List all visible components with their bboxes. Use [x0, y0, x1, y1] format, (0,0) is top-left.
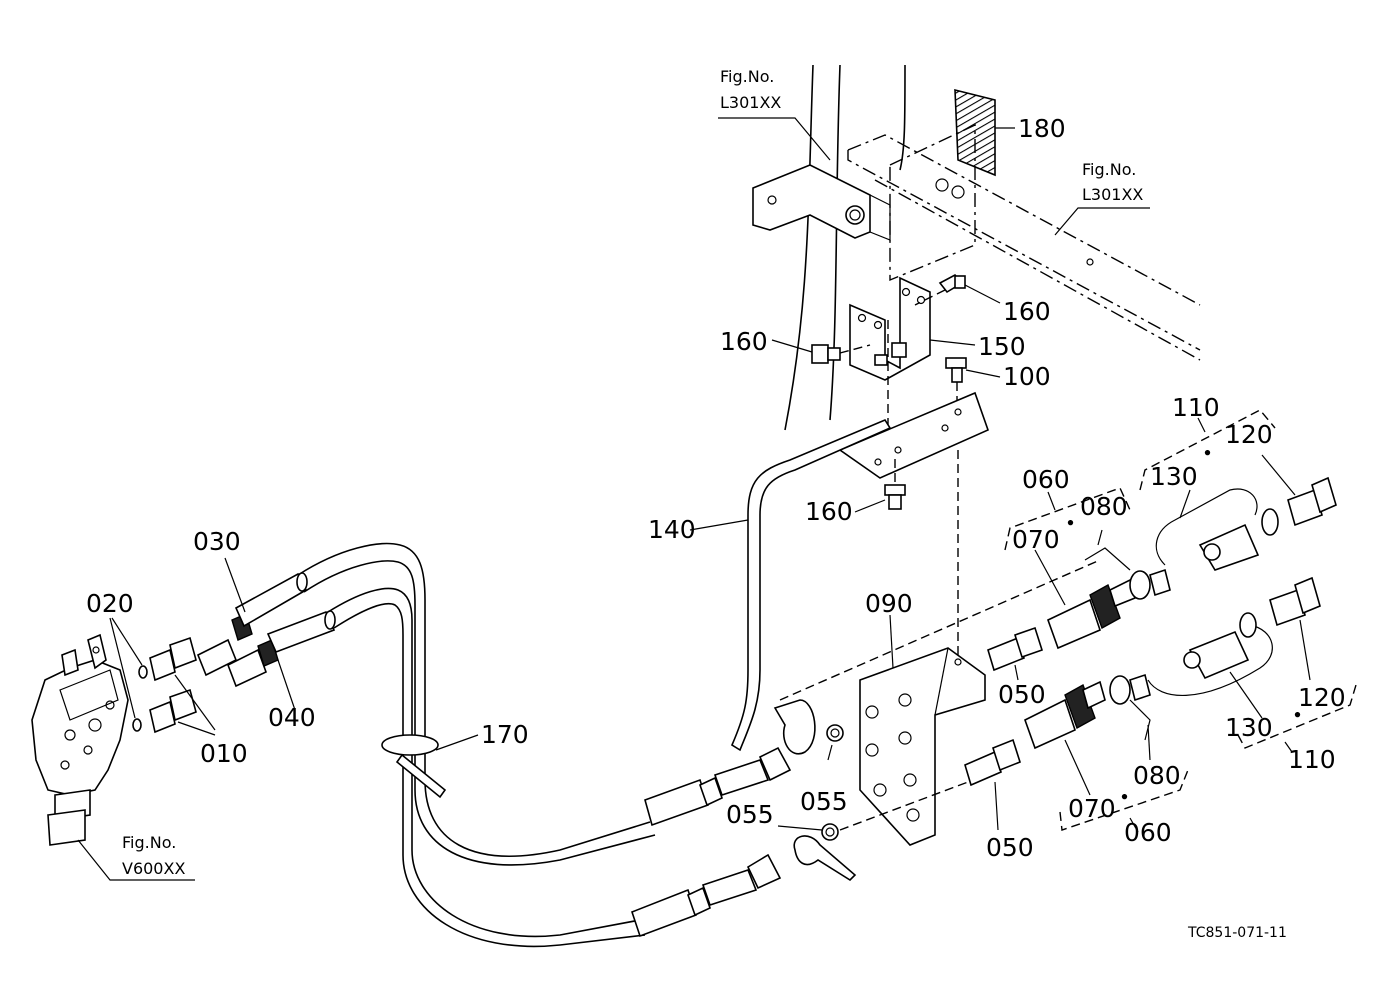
clip-055-lower — [777, 823, 857, 882]
bracket-090 — [779, 559, 1101, 846]
end-fitting-120-upper — [1261, 454, 1337, 527]
hydraulic-hoses — [297, 542, 656, 948]
label-160-left: 160 — [720, 327, 768, 356]
label-120-lower: 120 — [1298, 683, 1346, 712]
label-060-lower: 060 — [1124, 818, 1172, 847]
label-020: 020 — [86, 589, 134, 618]
rubber-pad-180 — [954, 88, 1015, 177]
label-010: 010 — [200, 739, 248, 768]
control-valve — [31, 633, 195, 881]
svg-text:L301XX: L301XX — [720, 93, 781, 112]
hose-end-upper — [644, 746, 792, 827]
separator-dot-060-top: ・ — [1058, 509, 1083, 538]
label-055-lower: 055 — [726, 800, 774, 829]
label-160-bottom: 160 — [805, 497, 853, 526]
svg-text:L301XX: L301XX — [1082, 185, 1143, 204]
dust-cap-130-lower — [1147, 612, 1273, 719]
label-170: 170 — [481, 720, 529, 749]
dust-cap-130-upper — [1155, 488, 1279, 571]
separator-dot-top: ・ — [1195, 439, 1220, 468]
fig-leader-right — [1054, 207, 1150, 236]
hose-030 — [196, 557, 308, 677]
label-110-lower: 110 — [1288, 745, 1336, 774]
nipple-050-upper — [987, 626, 1043, 681]
hose-end-lower — [631, 853, 782, 938]
label-130-lower: 130 — [1225, 713, 1273, 742]
label-080-lower: 080 — [1133, 761, 1181, 790]
bracket-150 — [849, 276, 976, 440]
svg-text:Fig.No.: Fig.No. — [1082, 160, 1136, 179]
label-160-top: 160 — [1003, 297, 1051, 326]
label-050-lower: 050 — [986, 833, 1034, 862]
label-140: 140 — [648, 515, 696, 544]
coupler-070-upper — [1034, 549, 1136, 650]
label-100: 100 — [1003, 362, 1051, 391]
svg-text:Fig.No.: Fig.No. — [720, 67, 774, 86]
fig-ref-v600xx: Fig.No. V600XX — [122, 833, 185, 878]
label-110-top: 110 — [1172, 393, 1220, 422]
end-fitting-120-lower — [1269, 576, 1321, 681]
o-rings-020 — [109, 617, 148, 732]
label-040: 040 — [268, 703, 316, 732]
label-090: 090 — [865, 589, 913, 618]
label-030: 030 — [193, 527, 241, 556]
label-050-upper: 050 — [998, 680, 1046, 709]
coupler-070-lower — [1024, 680, 1106, 796]
bolt-160-left — [771, 339, 871, 364]
fig-ref-l301xx-right: Fig.No. L301XX — [1082, 160, 1143, 204]
dust-plug-080-upper — [1084, 529, 1171, 600]
tie-band-170 — [381, 734, 479, 799]
adaptors-010 — [149, 636, 216, 736]
label-130-top: 130 — [1150, 462, 1198, 491]
hose-040 — [226, 610, 336, 711]
label-080-top: 080 — [1080, 492, 1128, 521]
label-055-upper: 055 — [800, 787, 848, 816]
bolt-160-bottom — [854, 455, 906, 513]
label-150: 150 — [978, 332, 1026, 361]
label-120-top: 120 — [1225, 420, 1273, 449]
dust-plug-080-lower — [1109, 673, 1151, 761]
label-060-top: 060 — [1022, 465, 1070, 494]
support-rod-140 — [689, 418, 892, 752]
label-070-lower: 070 — [1068, 794, 1116, 823]
clip-055-upper — [773, 699, 844, 761]
figure-code: TC851-071-11 — [1187, 925, 1287, 941]
svg-text:Fig.No.: Fig.No. — [122, 833, 176, 852]
label-180: 180 — [1018, 114, 1066, 143]
svg-text:V600XX: V600XX — [122, 859, 185, 878]
fig-ref-l301xx-left: Fig.No. L301XX — [720, 67, 781, 112]
bolt-100 — [945, 357, 1001, 410]
mounting-plate — [838, 391, 989, 670]
bolt-160-top — [914, 273, 1001, 306]
group-bracket-060-110 — [1004, 409, 1357, 833]
nipple-050-lower — [964, 738, 1021, 831]
fig-leader-left — [718, 117, 831, 161]
separator-dot-060-lower: ・ — [1112, 783, 1137, 812]
tractor-frame — [752, 64, 1201, 431]
separator-dot-110-lower: ・ — [1285, 701, 1310, 730]
label-070-top: 070 — [1012, 525, 1060, 554]
